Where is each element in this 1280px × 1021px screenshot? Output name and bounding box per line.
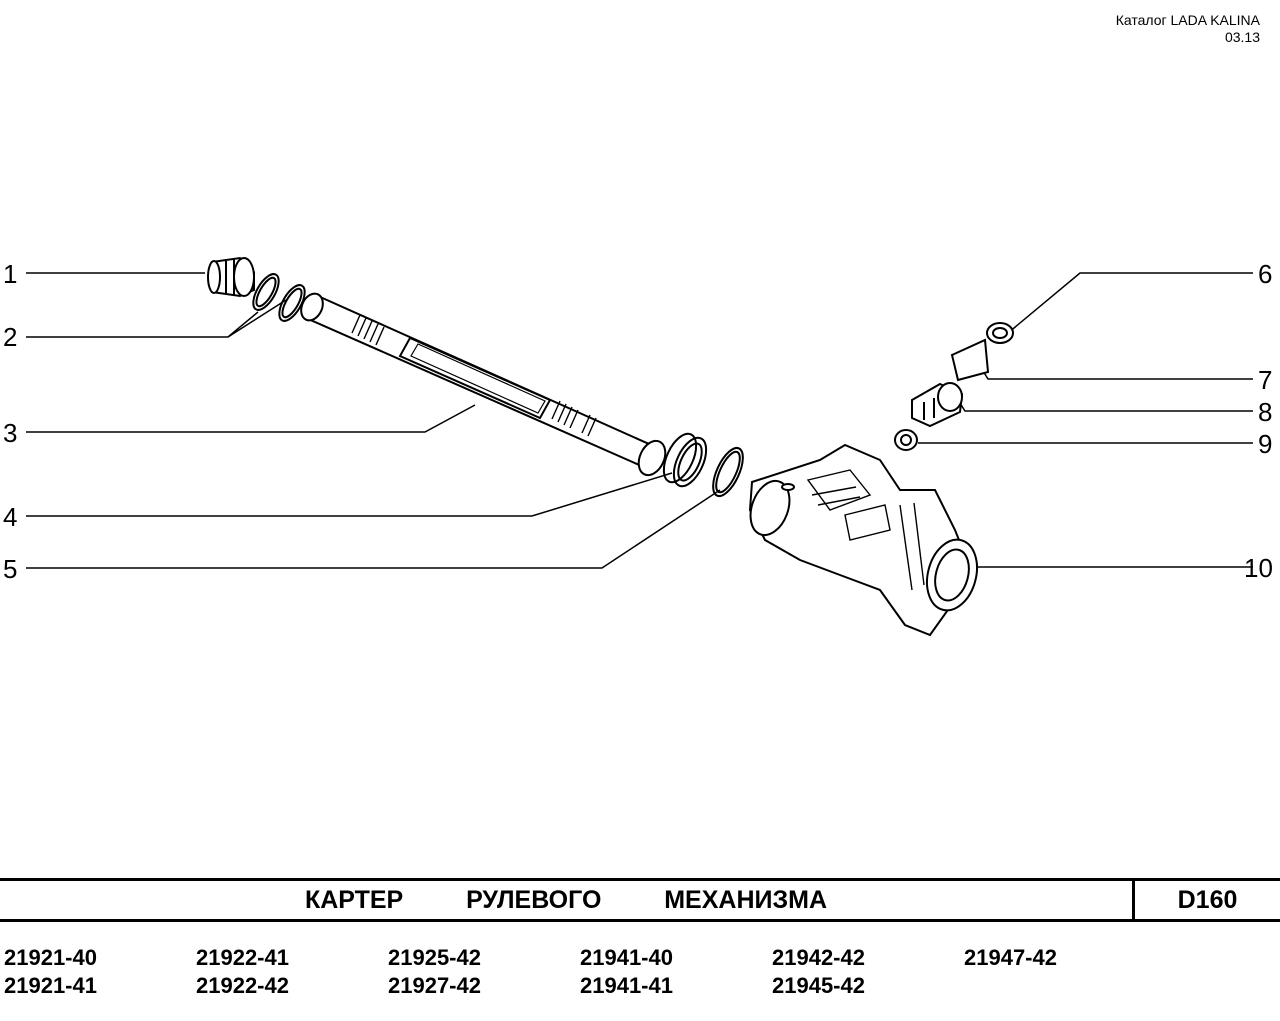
callout-7: 7 <box>1258 365 1272 395</box>
callout-9: 9 <box>1258 429 1272 459</box>
leader-7 <box>974 357 1253 380</box>
model-code: 21927-42 <box>388 973 481 998</box>
small-bushing <box>894 429 918 451</box>
leader-6 <box>1007 272 1253 334</box>
callout-4: 4 <box>3 502 17 532</box>
model-code: 21941-41 <box>580 973 673 998</box>
leader-2b <box>227 299 287 338</box>
catalog-date: 03.13 <box>1224 29 1260 45</box>
page-title: КАРТЕР РУЛЕВОГО МЕХАНИЗМА <box>304 886 828 914</box>
callout-1: 1 <box>3 259 17 289</box>
callout-5: 5 <box>3 554 17 584</box>
model-code: 21921-40 <box>4 945 97 970</box>
model-code: 21925-42 <box>388 945 481 970</box>
model-code: 21921-41 <box>4 973 97 998</box>
callout-2: 2 <box>3 322 17 352</box>
retaining-ring <box>712 446 744 498</box>
callout-6: 6 <box>1258 259 1272 289</box>
leader-8 <box>957 399 1253 412</box>
lock-washer <box>986 322 1014 344</box>
parts-diagram: 1 2 3 4 5 6 7 8 9 10 <box>3 256 1273 637</box>
callout-3: 3 <box>3 418 17 448</box>
housing-tube <box>300 292 667 477</box>
title-divider <box>1132 881 1135 919</box>
sleeve <box>911 382 964 428</box>
model-code: 21945-42 <box>772 973 865 998</box>
bushing-part <box>207 256 255 298</box>
gear-housing <box>748 443 978 637</box>
model-code: 21947-42 <box>964 945 1057 970</box>
catalog-header: Каталог LADA KALINA 03.13 <box>1116 12 1260 46</box>
leader-4 <box>26 472 673 517</box>
retaining-plate <box>950 338 990 382</box>
model-code: 21922-42 <box>196 973 289 998</box>
callout-10: 10 <box>1244 553 1273 583</box>
leader-5 <box>26 489 721 569</box>
page-code: D160 <box>1177 886 1238 914</box>
threaded-nut <box>662 432 708 488</box>
leader-2a <box>26 311 259 338</box>
catalog-name: Каталог LADA KALINA <box>1115 12 1260 28</box>
o-rings <box>252 273 306 322</box>
model-code: 21942-42 <box>772 945 865 970</box>
title-bar: КАРТЕР РУЛЕВОГО МЕХАНИЗМА D160 <box>0 878 1280 922</box>
model-code: 21941-40 <box>580 945 673 970</box>
model-code: 21922-41 <box>196 945 289 970</box>
leader-3 <box>26 404 476 433</box>
callout-8: 8 <box>1258 397 1272 427</box>
